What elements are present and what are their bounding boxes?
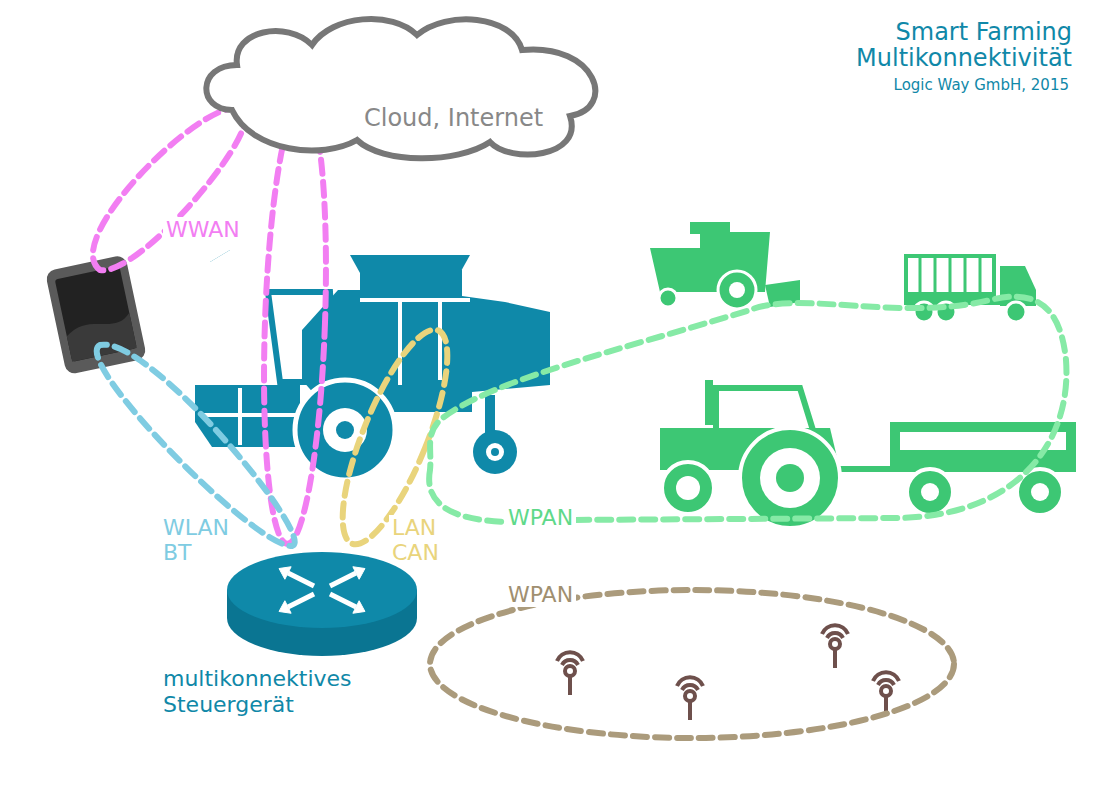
illustration-part <box>904 256 1036 322</box>
illustration-part <box>491 448 499 456</box>
router-arrows <box>279 567 365 614</box>
illustration-part <box>650 222 800 309</box>
illustration-part <box>257 99 332 545</box>
illustration-part <box>934 258 937 292</box>
illustration-part <box>660 380 1076 528</box>
illustration-part <box>486 443 504 461</box>
illustration-part <box>150 250 230 262</box>
illustration-part <box>919 258 922 292</box>
cloud-outline <box>206 19 595 158</box>
arrow-head <box>279 567 291 580</box>
network-label: WLAN BT <box>160 515 232 566</box>
illustration-part <box>907 469 953 515</box>
network-label: WPAN <box>505 505 576 530</box>
illustration-part <box>360 298 470 302</box>
illustration-part <box>238 388 242 445</box>
illustration-part <box>900 432 1066 450</box>
illustration-part <box>690 222 730 234</box>
illustration-part <box>921 483 939 501</box>
network-label: LAN CAN <box>389 515 442 566</box>
illustration-part <box>822 625 848 668</box>
illustration-part <box>1006 302 1026 322</box>
network-label: WPAN <box>505 582 576 607</box>
illustration-part <box>718 271 756 309</box>
arrow-line <box>288 573 314 586</box>
illustration-part <box>200 300 470 445</box>
device-caption: multikonnektives Steuergerät <box>163 666 373 719</box>
illustration-part <box>1017 469 1063 515</box>
diagram-title: Smart Farming Multikonnektivität <box>832 20 1072 72</box>
credit-text: Logic Way GmbH, 2015 <box>891 77 1072 94</box>
illustration-part <box>920 258 980 292</box>
illustration-part <box>676 476 700 500</box>
illustration-part <box>964 258 967 292</box>
arrow-head <box>353 567 365 580</box>
illustration-part <box>473 430 517 474</box>
illustration-part <box>398 300 402 385</box>
illustration-part <box>740 428 840 528</box>
illustration-part <box>949 258 952 292</box>
cloud-node: Cloud, Internet <box>192 10 612 165</box>
illustration-part <box>979 258 982 292</box>
cloud-text: Cloud, Internet <box>364 104 543 132</box>
router-top <box>227 552 417 628</box>
illustration-part <box>430 590 954 738</box>
illustration-part <box>195 385 300 447</box>
illustration-part <box>677 677 703 720</box>
illustration-part <box>295 380 395 480</box>
illustration-part <box>1031 483 1049 501</box>
illustration-part <box>429 297 1066 522</box>
illustration-part <box>659 289 677 307</box>
illustration-part <box>760 448 820 508</box>
arrow-line <box>330 594 356 607</box>
arrow-line <box>288 594 314 607</box>
illustration-part <box>705 380 713 425</box>
illustration-part <box>485 395 495 435</box>
illustration-part <box>93 99 1067 738</box>
illustration-part <box>906 256 994 294</box>
illustration-part <box>150 250 230 262</box>
illustration-part <box>150 250 550 480</box>
illustration-part <box>729 282 745 298</box>
illustration-part <box>662 462 714 514</box>
illustration-part <box>557 652 583 695</box>
cloud-outline <box>192 10 612 165</box>
arrow-head <box>279 601 291 614</box>
illustration-part <box>438 300 442 380</box>
illustration-part <box>200 413 298 417</box>
router-symbol <box>222 548 422 660</box>
illustration-part <box>336 421 354 439</box>
router-node: multikonnektives Steuergerät <box>160 548 440 723</box>
illustration-part <box>776 464 804 492</box>
arrow-line <box>330 573 356 586</box>
arrow-head <box>353 601 365 614</box>
illustration-part <box>93 108 246 271</box>
network-label: WWAN <box>163 217 243 242</box>
